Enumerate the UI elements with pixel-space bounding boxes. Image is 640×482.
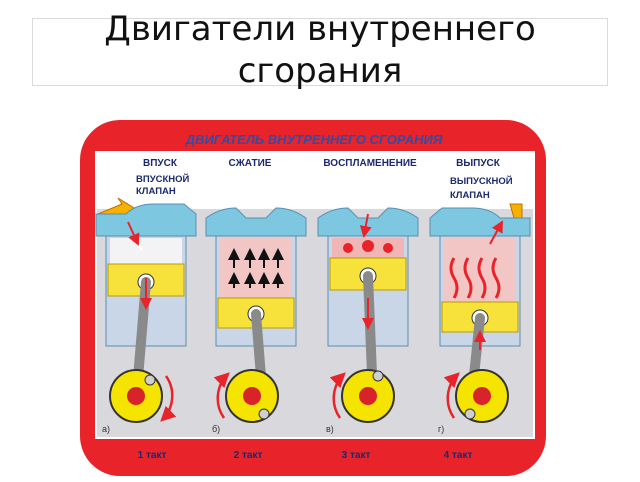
takt-label-1: 1 такт [138,450,167,461]
cylinder-intake [95,203,197,383]
takt-label-2: 2 такт [234,450,263,461]
stroke-label-intake: ВПУСК [143,158,178,169]
exhaust-valve-label-1: ВЫПУСКНОЙ [450,175,513,187]
flywheel-1 [109,369,177,423]
cylinder-ignition [317,207,419,379]
flywheel-2 [213,369,279,423]
flywheel-4 [443,369,509,423]
flywheel-3 [329,369,395,423]
stroke-label-exhaust: ВЫПУСК [456,158,501,169]
stroke-letter-v: в) [326,424,334,434]
label-strip [97,153,533,209]
takt-label-3: 3 такт [342,450,371,461]
stroke-letter-b: б) [212,424,220,434]
stroke-letter-g: г) [438,424,444,434]
cylinder-exhaust [429,207,531,419]
stroke-label-compression: СЖАТИЕ [229,158,272,169]
stroke-label-ignition: ВОСПЛАМЕНЕНИЕ [323,158,417,169]
engine-diagram: ДВИГАТЕЛЬ ВНУТРЕННЕГО СГОРАНИЯ ВПУСК СЖА… [78,118,548,478]
stroke-letter-a: а) [102,424,110,434]
slide-title: Двигатели внутреннего сгорания [104,9,536,91]
diagram-header: ДВИГАТЕЛЬ ВНУТРЕННЕГО СГОРАНИЯ [185,132,443,147]
title-placeholder [32,18,608,86]
exhaust-valve-label-2: КЛАПАН [450,190,490,201]
takt-label-4: 4 такт [444,450,473,461]
intake-valve-label-1: ВПУСКНОЙ [136,173,190,185]
intake-valve-label-2: КЛАПАН [136,186,176,197]
cylinder-compression [205,207,307,419]
